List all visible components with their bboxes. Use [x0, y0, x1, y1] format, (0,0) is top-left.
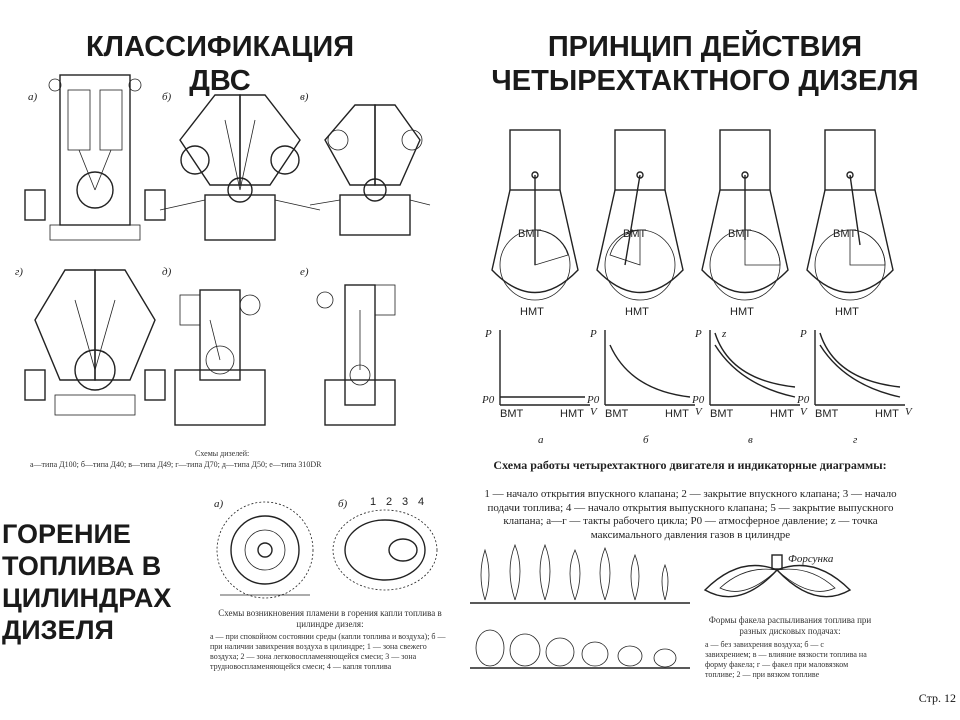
cycle-cylinders: ВМТ НМТ ВМТ НМТ ВМТ НМТ ВМТ НМТ [491, 129, 894, 318]
pv-b-p: P [589, 328, 597, 340]
pv-c-vmt: ВМТ [710, 408, 734, 420]
combustion-title: ГОРЕНИЕ ТОПЛИВА В ЦИЛИНДРАХ ДИЗЕЛЯ [2, 519, 172, 645]
engine-schematics: а) б) в) г) [15, 74, 431, 426]
pv-c-p: P [694, 328, 702, 340]
engine-f-drawing: е) [300, 266, 396, 426]
engine-c-drawing: в) [300, 91, 431, 236]
pv-diagram-d: P V P0 ВМТ НМТ г [796, 328, 913, 446]
principle-title: ПРИНЦИП ДЕЙСТВИЯ ЧЕТЫРЕХТАКТНОГО ДИЗЕЛЯ [491, 31, 919, 97]
pv-diagram-b: P V P0 ВМТ НМТ б [586, 328, 703, 446]
pv-d-nmt: НМТ [875, 408, 899, 420]
cyl2-nmt: НМТ [625, 306, 649, 318]
pv-b-v: V [695, 406, 703, 418]
flame-label-a: а) [214, 498, 224, 510]
cyl1-vmt: ВМТ [518, 228, 542, 240]
flame-num-1: 1 [370, 496, 376, 508]
pv-label-d: г [853, 434, 858, 446]
pv-label-b: б [643, 434, 649, 446]
pv-d-p: P [799, 328, 807, 340]
pv-c-v: V [800, 406, 808, 418]
engine-label-c: в) [300, 91, 309, 103]
injector-label: Форсунка [788, 553, 834, 565]
engine-d-drawing: г) [15, 266, 166, 416]
pv-c-nmt: НМТ [770, 408, 794, 420]
flame-label-b: б) [338, 498, 348, 510]
cycle-schema-title: Схема работы четырехтактного двигателя и… [493, 458, 887, 472]
flame-num-4: 4 [418, 496, 424, 508]
cylinder-power: ВМТ НМТ [701, 129, 789, 318]
flame-diagram-b: б) 1 2 3 4 [332, 496, 438, 591]
pv-diagram-a: P V P0 ВМТ НМТ а [481, 328, 598, 446]
pv-a-v: V [590, 406, 598, 418]
engine-label-e: д) [162, 266, 172, 278]
pv-c-z: z [721, 328, 727, 340]
pv-d-p0: P0 [796, 394, 810, 406]
engine-a-drawing: а) [24, 74, 166, 241]
combustion-caption-detail: а — при спокойном состоянии среды (капли… [210, 632, 446, 671]
engine-label-b: б) [162, 91, 172, 103]
spray-caption-detail: а — без завихрения воздуха; б — с завихр… [705, 640, 867, 679]
engine-label-a: а) [28, 91, 38, 103]
pv-a-nmt: НМТ [560, 408, 584, 420]
cycle-legend: 1 — начало открытия впускного клапана; 2… [484, 488, 897, 541]
flame-diagram-a: а) [214, 498, 314, 599]
engine-caption-title: Схемы дизелей: [195, 449, 250, 458]
cyl3-vmt: ВМТ [728, 228, 752, 240]
pv-a-p0: P0 [481, 394, 495, 406]
pv-d-vmt: ВМТ [815, 408, 839, 420]
cylinder-compression: ВМТ НМТ [596, 129, 684, 318]
flame-num-2: 2 [386, 496, 392, 508]
engine-e-drawing: д) [162, 266, 266, 426]
flame-num-3: 3 [402, 496, 408, 508]
combustion-caption: Схемы возникновения пламени в горения ка… [218, 608, 442, 629]
pv-b-nmt: НМТ [665, 408, 689, 420]
pv-label-c: в [748, 434, 753, 446]
combustion-diagrams: а) б) 1 2 3 4 [214, 496, 438, 599]
pv-c-p0: P0 [691, 394, 705, 406]
pv-diagram-c: P V P0 z ВМТ НМТ в [691, 328, 808, 446]
engine-caption: а—типа Д100; б—типа Д40; в—типа Д49; г—т… [30, 460, 322, 469]
pv-a-vmt: ВМТ [500, 408, 524, 420]
cyl1-nmt: НМТ [520, 306, 544, 318]
spray-caption: Формы факела распыливания топлива при ра… [708, 615, 872, 636]
engine-label-d: г) [15, 266, 23, 278]
pv-b-vmt: ВМТ [605, 408, 629, 420]
cyl4-vmt: ВМТ [833, 228, 857, 240]
cylinder-intake: ВМТ НМТ [491, 129, 579, 318]
spray-row-bottom [475, 629, 677, 668]
pv-d-v: V [905, 406, 913, 418]
pv-b-p0: P0 [586, 394, 600, 406]
cyl4-nmt: НМТ [835, 306, 859, 318]
engine-label-f: е) [300, 266, 309, 278]
pv-label-a: а [538, 434, 544, 446]
pv-diagrams: P V P0 ВМТ НМТ а P V P0 ВМТ НМТ б P V P0… [481, 328, 913, 446]
injector-pattern: Форсунка [703, 553, 852, 598]
cylinder-exhaust: ВМТ НМТ [806, 129, 894, 318]
spray-row-top [480, 543, 669, 601]
cyl3-nmt: НМТ [730, 306, 754, 318]
pv-a-p: P [484, 328, 492, 340]
classification-title: КЛАССИФИКАЦИЯ ДВС [85, 31, 355, 97]
cyl2-vmt: ВМТ [623, 228, 647, 240]
spray-jets [470, 543, 690, 669]
engine-b-drawing: б) [159, 91, 321, 241]
page-number: Стр. 12 [918, 691, 956, 705]
